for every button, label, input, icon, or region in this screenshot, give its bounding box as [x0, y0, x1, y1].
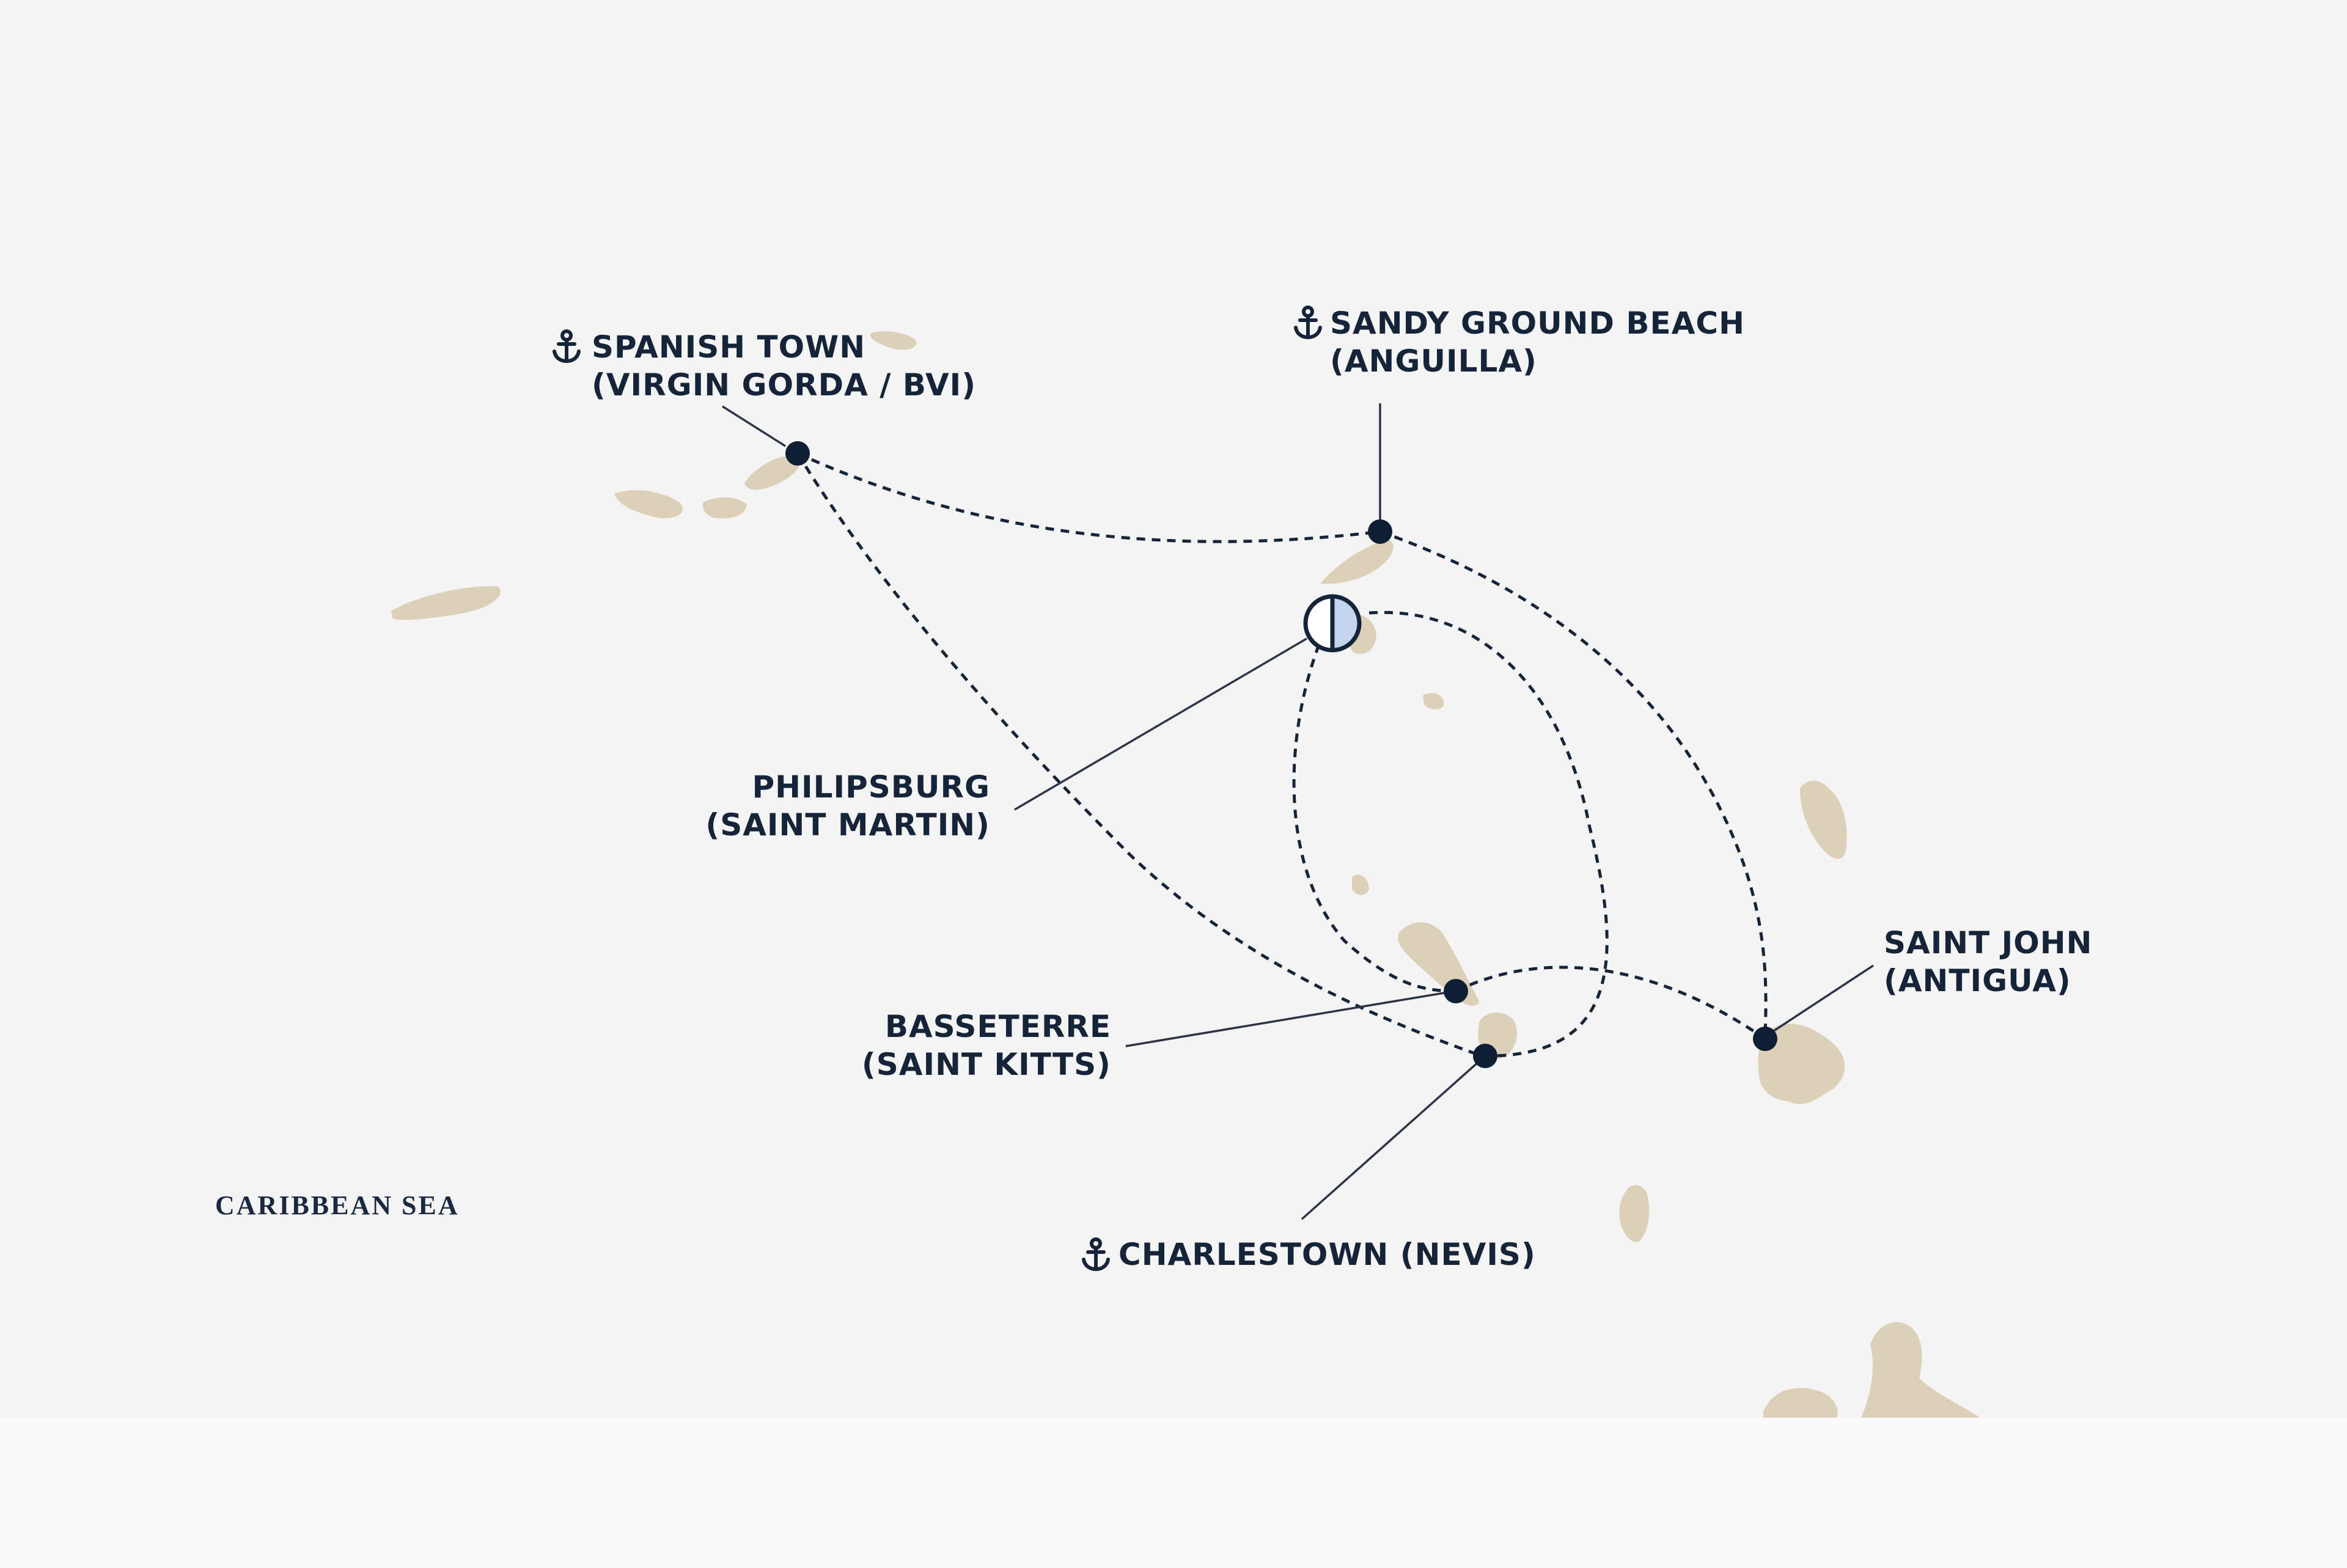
- island-saint-barth: [1423, 693, 1444, 709]
- embark-marker-fill: [1332, 596, 1359, 650]
- island-guadeloupe-west: [1763, 1388, 1838, 1418]
- leader-spanish-town: [722, 405, 786, 447]
- port-dot-sandy-ground[interactable]: [1368, 519, 1392, 544]
- island-saba: [1352, 874, 1369, 895]
- anchor-icon: [553, 329, 581, 364]
- route-lines: [796, 452, 1768, 1059]
- route-philipsburg-to-basseterre: [1292, 644, 1456, 993]
- port-label-saint-john-name[interactable]: SAINT JOHN: [1884, 925, 2092, 961]
- port-dot-charlestown[interactable]: [1473, 1044, 1497, 1068]
- leader-charlestown: [1301, 1055, 1486, 1220]
- island-bvi-west-1: [614, 490, 683, 519]
- map-bottom-band: [0, 1418, 2347, 1568]
- port-label-philipsburg-region: (SAINT MARTIN): [705, 807, 990, 843]
- port-label-charlestown-name[interactable]: CHARLESTOWN (NEVIS): [1118, 1237, 1536, 1272]
- leader-saint-john: [1766, 964, 1874, 1037]
- leader-philipsburg: [1014, 637, 1307, 811]
- island-saint-croix: [391, 586, 501, 620]
- port-label-basseterre-name[interactable]: BASSETERRE: [885, 1009, 1111, 1044]
- leader-basseterre: [1125, 990, 1455, 1047]
- port-label-saint-john-region: (ANTIGUA): [1884, 963, 2071, 998]
- anchor-icon: [1082, 1237, 1110, 1272]
- island-antigua: [1758, 1024, 1845, 1104]
- route-spanish-town-to-charlestown: [796, 452, 1486, 1059]
- port-dot-basseterre[interactable]: [1444, 979, 1468, 1003]
- route-spanish-town-to-sandy-ground: [796, 452, 1381, 543]
- leader-lines: [722, 403, 1874, 1220]
- island-tortola-small: [870, 331, 917, 350]
- island-anguilla: [1320, 540, 1394, 584]
- port-label-spanish-town-region: (VIRGIN GORDA / BVI): [592, 367, 976, 403]
- sea-label: CARIBBEAN SEA: [215, 1190, 460, 1220]
- port-dot-saint-john[interactable]: [1753, 1027, 1777, 1051]
- route-sandy-ground-to-saint-john: [1379, 530, 1768, 1039]
- route-philipsburg-to-charlestown: [1368, 610, 1609, 1058]
- island-virgin-gorda: [744, 456, 800, 490]
- port-markers: [785, 441, 1777, 1068]
- island-bvi-west-2: [702, 497, 747, 519]
- port-labels: SPANISH TOWN (VIRGIN GORDA / BVI) SANDY …: [592, 306, 2092, 1272]
- port-dot-spanish-town[interactable]: [785, 441, 810, 466]
- islands: [391, 331, 1980, 1418]
- anchor-icon: [1294, 306, 1322, 340]
- port-label-basseterre-region: (SAINT KITTS): [862, 1047, 1111, 1082]
- island-guadeloupe-east: [1861, 1322, 1980, 1418]
- island-barbuda: [1800, 780, 1847, 859]
- port-label-sandy-ground-name[interactable]: SANDY GROUND BEACH: [1330, 306, 1745, 341]
- embark-disembark-icon[interactable]: [1303, 594, 1362, 653]
- port-label-philipsburg-name[interactable]: PHILIPSBURG: [752, 769, 990, 805]
- port-label-sandy-ground-region: (ANGUILLA): [1330, 343, 1537, 379]
- port-label-spanish-town-name[interactable]: SPANISH TOWN: [592, 329, 865, 365]
- island-montserrat: [1619, 1185, 1650, 1242]
